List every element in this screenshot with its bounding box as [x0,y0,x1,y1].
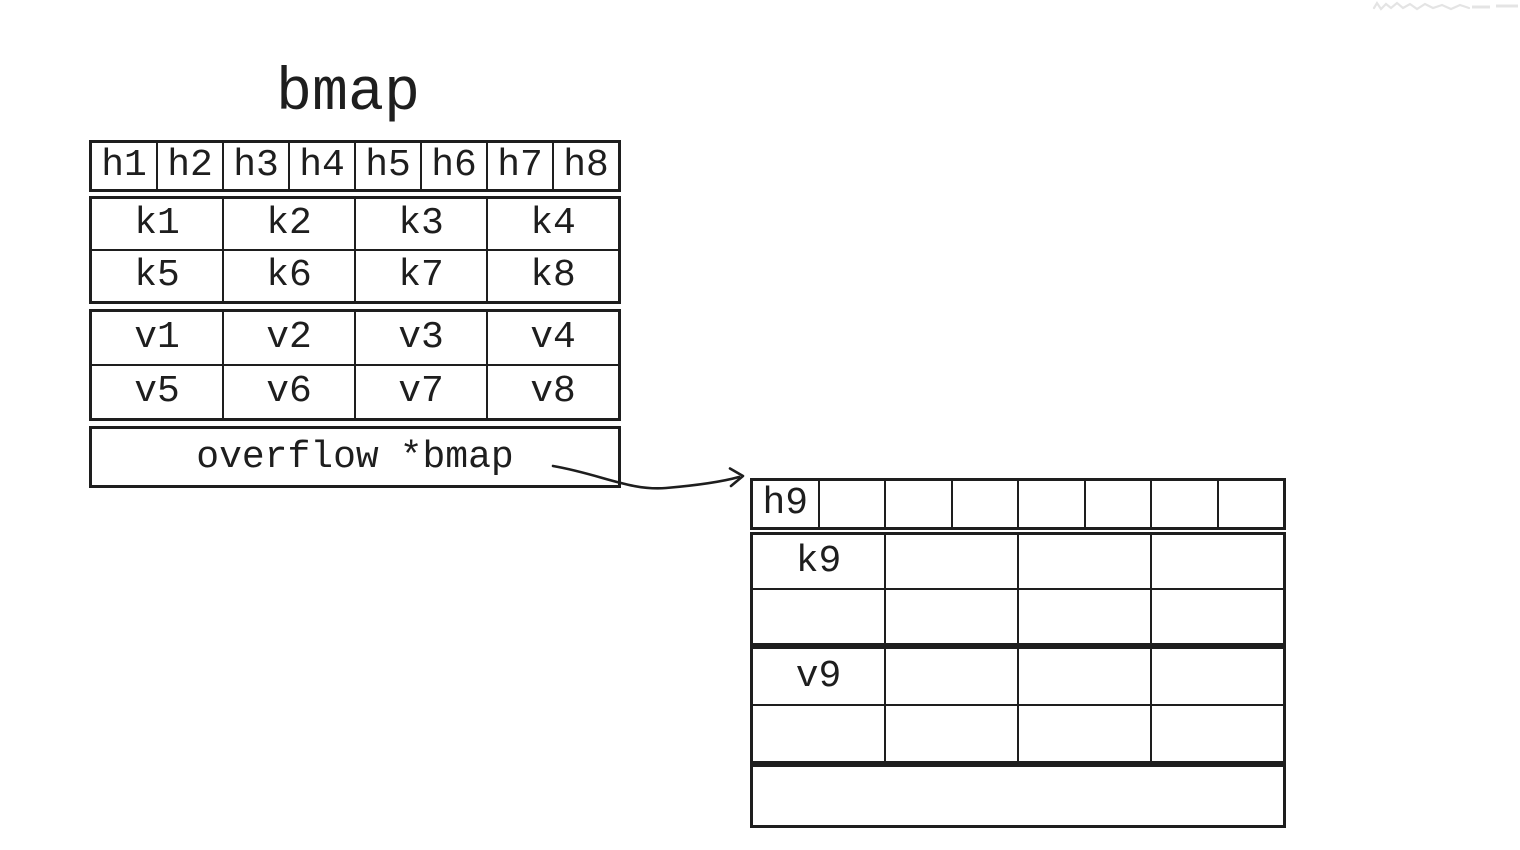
overflow-arrow [551,464,745,490]
key-cell [884,535,1017,588]
overflow-keys-block: k9 [750,532,1286,646]
value-cell: v1 [134,316,180,359]
hash-cell [1150,481,1217,527]
value-cell: v7 [354,366,486,418]
hash-cell [817,481,885,527]
keys-row: k9 [753,535,1283,588]
overflow-table-overflow-row [750,764,1286,828]
keys-row: k1 k2 k3 k4 [92,199,618,249]
key-cell: k7 [354,251,486,301]
hash-cell: h1 [101,144,147,187]
value-cell: v5 [134,370,180,413]
value-cell [753,706,884,761]
value-cell [1150,706,1283,761]
values-row: v9 [753,649,1283,704]
keys-row: k5 k6 k7 k8 [92,249,618,301]
value-cell [884,649,1017,704]
hash-cell [884,481,951,527]
main-overflow-row: overflow *bmap [89,426,621,488]
overflow-values-block: v9 [750,646,1286,764]
main-values-block: v1 v2 v3 v4 v5 v6 v7 v8 [89,309,621,421]
overflow-pointer-text: *bmap [399,435,514,479]
key-cell: k4 [486,199,618,249]
main-keys-block: k1 k2 k3 k4 k5 k6 k7 k8 [89,196,621,304]
diagram-title: bmap [276,60,421,128]
value-cell: v8 [486,366,618,418]
value-cell [1017,649,1150,704]
hash-cell: h7 [486,143,552,189]
watermark-artifact [1372,0,1518,11]
main-hash-header-row: h1 h2 h3 h4 h5 h6 h7 h8 [89,140,621,192]
key-cell [1150,590,1283,643]
value-cell: v9 [795,654,842,698]
hash-cell: h2 [156,143,222,189]
hash-cell: h6 [420,143,486,189]
hash-cell: h8 [552,143,618,189]
key-cell: k6 [222,251,354,301]
overflow-hash-header-row: h9 [750,478,1286,530]
hash-cell [1216,481,1284,527]
key-cell [1150,535,1283,588]
key-cell [1017,590,1150,643]
value-cell [884,706,1017,761]
value-cell: v2 [222,312,354,364]
key-cell [753,590,884,643]
hash-cell [1017,481,1084,527]
hash-cell: h3 [222,143,288,189]
values-row [753,704,1283,761]
value-cell [1017,706,1150,761]
value-cell: v4 [486,312,618,364]
key-cell [1017,535,1150,588]
values-row: v1 v2 v3 v4 [92,312,618,364]
overflow-label: overflow [196,435,379,479]
keys-row [753,588,1283,643]
hash-cell: h4 [288,143,354,189]
values-row: v5 v6 v7 v8 [92,364,618,418]
hash-cell [1083,481,1151,527]
hash-cell: h5 [354,143,420,189]
key-cell [884,590,1017,643]
key-cell: k1 [134,202,180,245]
key-cell: k3 [354,199,486,249]
value-cell: v3 [354,312,486,364]
hash-cell [950,481,1018,527]
value-cell: v6 [222,366,354,418]
key-cell: k8 [486,251,618,301]
key-cell: k2 [222,199,354,249]
key-cell: k9 [795,539,842,583]
value-cell [1150,649,1283,704]
hash-cell: h9 [762,482,809,525]
key-cell: k5 [134,254,180,297]
